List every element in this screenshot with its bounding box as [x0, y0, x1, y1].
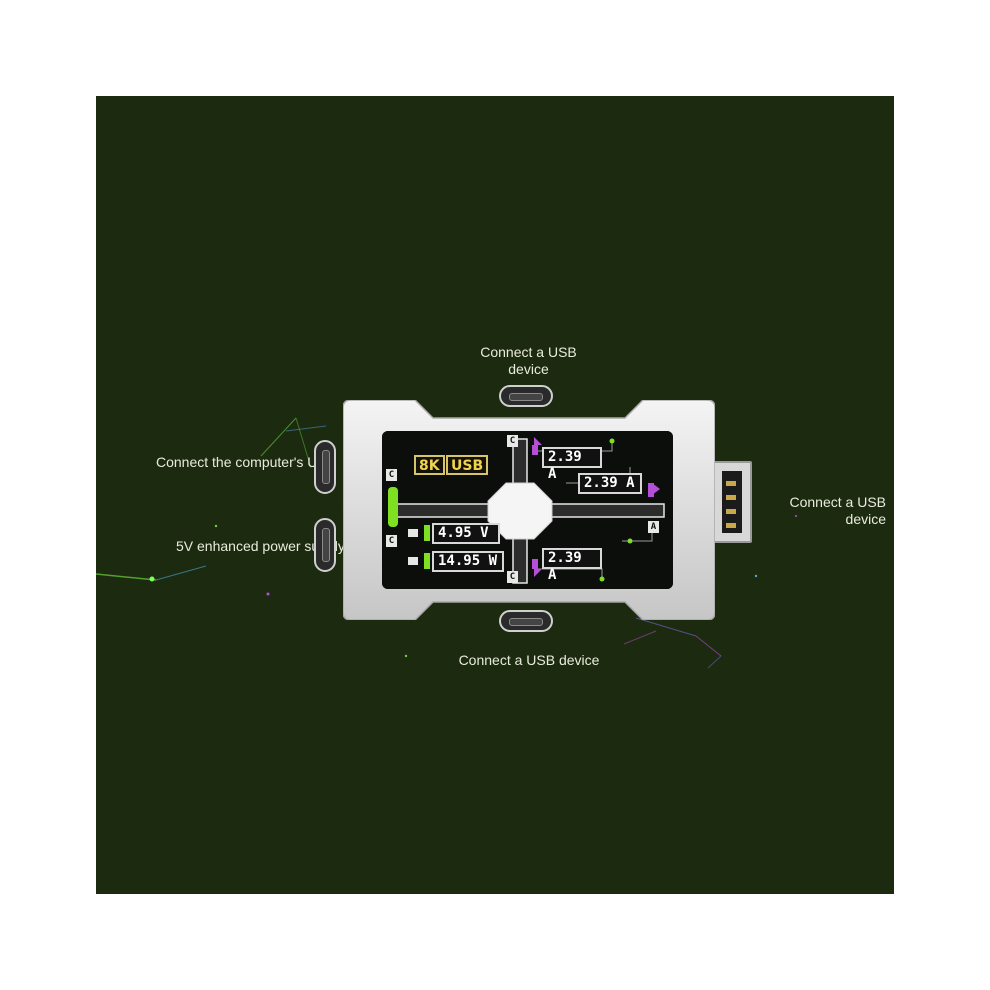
voltage-readout: 4.95 V	[432, 523, 500, 544]
port-label-right-a: A	[648, 521, 659, 533]
port-label-bottom-c: C	[507, 571, 518, 583]
label-bottom-usb-device: Connect a USB device	[458, 652, 600, 668]
product-stage: Connect a USB device Connect the compute…	[96, 96, 894, 894]
lcd-screen: 8K USB C C C C A 2.39 A 2.39 A 2.39 A 4.…	[382, 431, 673, 589]
screen-circuit-diagram	[382, 431, 673, 589]
label-right-usb-device: Connect a USB device	[789, 494, 887, 527]
right-usb-a-port	[712, 461, 752, 543]
current-readout-right: 2.39 A	[578, 473, 642, 494]
label-top-usb-device: Connect a USB device	[480, 344, 577, 377]
usb-hub-device: 8K USB C C C C A 2.39 A 2.39 A 2.39 A 4.…	[343, 400, 715, 620]
current-readout-bottom: 2.39 A	[542, 548, 602, 583]
port-label-top-c: C	[507, 435, 518, 447]
power-readout: 14.95 W	[432, 551, 504, 572]
port-label-left-c-lower: C	[386, 535, 397, 547]
current-readout-top: 2.39 A	[542, 447, 602, 482]
port-label-left-c-upper: C	[386, 469, 397, 481]
label-power-supply: 5V enhanced power supply	[176, 538, 345, 554]
left-typec-port-computer	[314, 440, 336, 494]
top-typec-port	[499, 385, 553, 407]
left-typec-port-power	[314, 518, 336, 572]
label-computer-usb: Connect the computer's USB	[156, 454, 337, 470]
badge-usb: USB	[446, 455, 489, 475]
bottom-typec-port	[499, 610, 553, 632]
background-light-streaks	[96, 417, 797, 669]
badge-8k: 8K	[414, 455, 445, 475]
